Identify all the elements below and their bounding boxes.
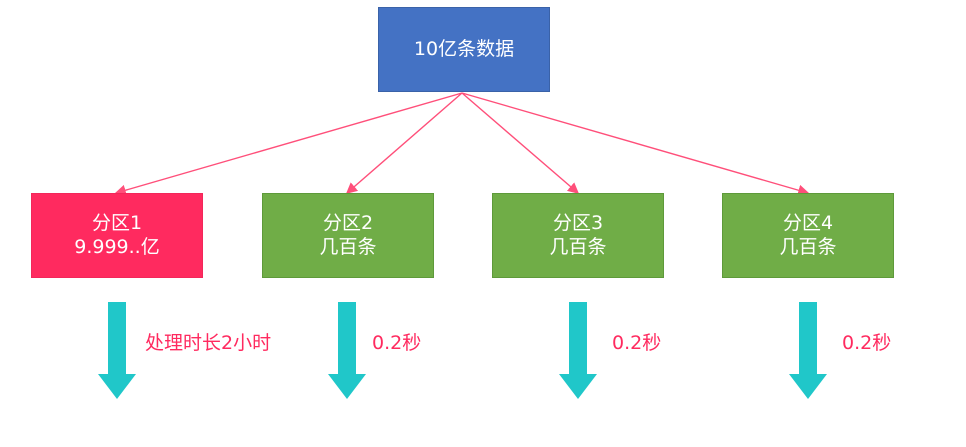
partition-node-3-title: 分区3 [552, 211, 604, 234]
partition-node-4-title: 分区4 [782, 211, 834, 234]
partition-node-3-subtitle: 几百条 [549, 235, 607, 258]
partition-node-2-title: 分区2 [322, 211, 374, 234]
partition-3-processing-note: 0.2秒 [612, 332, 662, 354]
root-to-partition-4-arrow [461, 92, 810, 196]
partition-node-3: 分区3 几百条 [492, 193, 664, 278]
partition-3-down-arrow [559, 302, 597, 399]
root-node-label: 10亿条数据 [413, 37, 515, 60]
partition-4-processing-note: 0.2秒 [842, 332, 892, 354]
root-to-partition-1-arrow [114, 92, 463, 196]
root-to-partition-3-arrow [461, 92, 580, 194]
partition-node-4-subtitle: 几百条 [779, 235, 837, 258]
root-to-partition-2-arrow [345, 92, 463, 194]
partition-node-1: 分区1 9.999..亿 [31, 193, 203, 278]
partition-4-down-arrow [789, 302, 827, 399]
partition-1-processing-note: 处理时长2小时 [145, 332, 272, 354]
partition-2-down-arrow [328, 302, 366, 399]
partition-1-down-arrow [98, 302, 136, 399]
root-node: 10亿条数据 [378, 7, 550, 92]
partition-node-2-subtitle: 几百条 [319, 235, 377, 258]
partition-2-processing-note: 0.2秒 [372, 332, 422, 354]
partition-node-4: 分区4 几百条 [722, 193, 894, 278]
partition-node-1-title: 分区1 [91, 211, 143, 234]
partition-node-1-subtitle: 9.999..亿 [74, 235, 160, 258]
partition-node-2: 分区2 几百条 [262, 193, 434, 278]
